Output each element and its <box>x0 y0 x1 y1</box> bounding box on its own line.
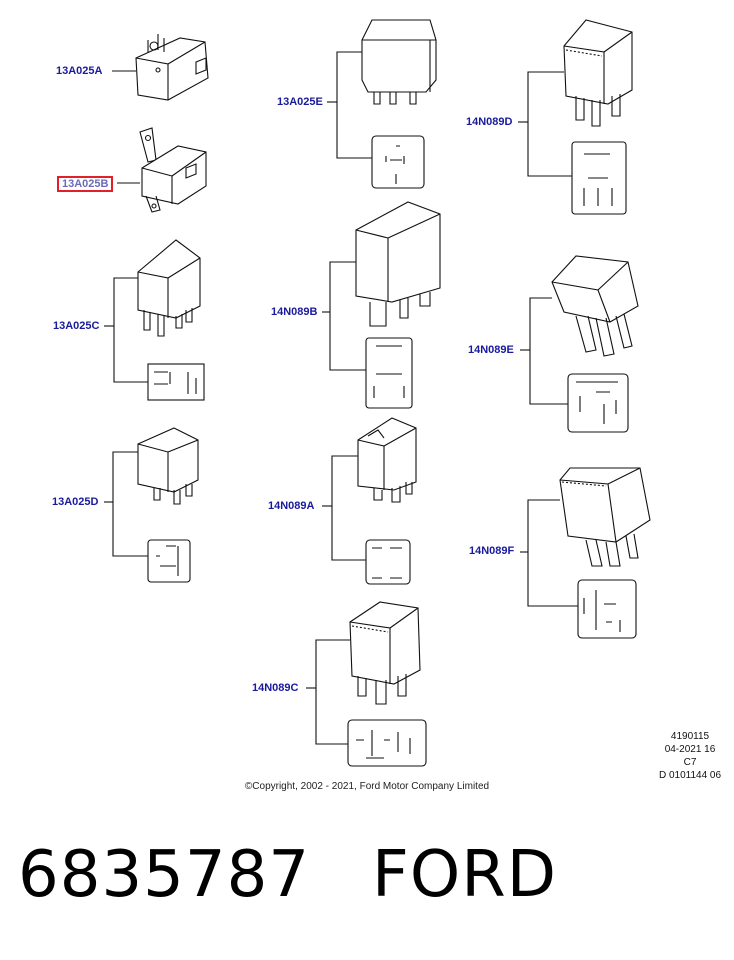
part-label-14n089f[interactable]: 14N089F <box>469 545 515 557</box>
footer-part-number: 6835787 <box>18 838 311 912</box>
part-label-13a025e[interactable]: 13A025E <box>277 96 323 108</box>
label-leader-lines <box>104 101 530 689</box>
part-label-14n089c[interactable]: 14N089C <box>252 682 299 694</box>
part-label-14n089e[interactable]: 14N089E <box>468 344 514 356</box>
part-label-13a025a[interactable]: 13A025A <box>56 65 103 77</box>
meta-line-2: 04-2021 16 <box>664 744 716 755</box>
relay-14n089a-drawing <box>331 417 417 585</box>
part-label-14n089b[interactable]: 14N089B <box>271 306 318 318</box>
diagram-metadata: 4190115 04-2021 16 C7 D 0101144 06 <box>648 730 732 782</box>
part-label-13a025c[interactable]: 13A025C <box>53 320 100 332</box>
meta-line-4: D 0101144 06 <box>658 770 722 781</box>
relay-14n089f-drawing <box>527 467 651 639</box>
relay-13a025e-drawing <box>336 19 437 189</box>
meta-line-3: C7 <box>683 757 697 768</box>
part-label-13a025d[interactable]: 13A025D <box>52 496 99 508</box>
relay-14n089d-drawing <box>527 19 633 215</box>
part-label-14n089a[interactable]: 14N089A <box>268 500 315 512</box>
relay-13a025b-drawing <box>117 127 207 213</box>
relay-14n089c-drawing <box>315 601 427 767</box>
meta-line-1: 4190115 <box>670 731 710 742</box>
footer-brand: FORD <box>372 838 557 912</box>
part-label-14n089d[interactable]: 14N089D <box>466 116 513 128</box>
footer-title: 6835787 FORD <box>18 838 557 912</box>
copyright-notice: ©Copyright, 2002 - 2021, Ford Motor Comp… <box>244 781 490 792</box>
part-label-13a025b[interactable]: 13A025B <box>57 176 114 192</box>
relay-13a025d-drawing <box>112 427 199 583</box>
relay-14n089b-drawing <box>329 201 441 409</box>
relay-14n089e-drawing <box>529 255 639 433</box>
relay-13a025a-drawing <box>112 34 209 101</box>
relay-13a025c-drawing <box>113 239 205 401</box>
